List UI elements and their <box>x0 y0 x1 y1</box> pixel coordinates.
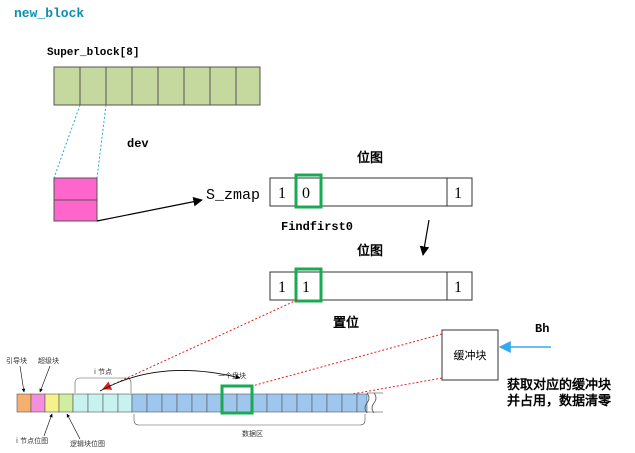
expand-line-left <box>53 104 81 179</box>
bitmap-2-cell-0: 1 <box>278 279 286 296</box>
buffer-block-box <box>441 329 499 381</box>
diagram-title: new_block <box>14 6 84 21</box>
buffer-block-label: 缓冲块 <box>454 348 487 362</box>
disk-inode-cell <box>87 393 104 413</box>
disk-super-block <box>30 393 46 413</box>
disk-label-super-pointer <box>39 365 51 393</box>
bh-label: Bh <box>535 322 549 336</box>
disk-break-mark <box>364 392 370 414</box>
expand-line-right <box>96 104 107 179</box>
bitmap-2-cell-last: 1 <box>454 279 462 296</box>
disk-label-data-bracket <box>133 414 366 426</box>
bitmap-2-cell-1: 1 <box>302 279 310 296</box>
super-block-cell <box>131 66 159 106</box>
disk-inode-cell <box>72 393 89 413</box>
bitmap-2-set-highlight <box>294 267 323 303</box>
disk-data-cell <box>131 393 148 413</box>
disk-data-cell <box>221 393 238 413</box>
disk-label-inode-bitmap: i 节点位图 <box>16 436 48 445</box>
buffer-red-line-top <box>251 333 443 387</box>
disk-data-cell <box>176 393 193 413</box>
disk-data-cell <box>311 393 328 413</box>
super-block-cell <box>209 66 237 106</box>
disk-data-cell <box>266 393 283 413</box>
disk-inode-cell <box>117 393 133 413</box>
disk-data-cell <box>326 393 343 413</box>
disk-label-inode-bracket <box>74 377 132 393</box>
super-block-cell <box>53 66 81 106</box>
disk-label-inode-bitmap-pointer <box>43 413 53 437</box>
disk-boot-block <box>16 393 32 413</box>
bitmap-1-cell-0: 1 <box>278 185 286 202</box>
super-block-array <box>53 66 261 106</box>
disk-inode-cell <box>102 393 119 413</box>
super-block-cell <box>183 66 211 106</box>
set-bit-red-arrow <box>102 299 298 390</box>
disk-label-data-area: 数据区 <box>242 429 263 438</box>
super-block-cell <box>235 66 261 106</box>
disk-break-mark <box>371 392 377 414</box>
set-bit-label: 置位 <box>333 315 359 331</box>
super-block-label: Super_block[8] <box>47 47 139 59</box>
disk-data-cell <box>281 393 298 413</box>
super-block-cell <box>157 66 185 106</box>
dev-label: dev <box>127 137 149 151</box>
acquire-text-line-1: 获取对应的缓冲块 <box>507 377 612 393</box>
super-block-cell <box>79 66 107 106</box>
dev-struct-box <box>53 177 98 222</box>
disk-data-cell <box>206 393 223 413</box>
disk-label-super: 超级块 <box>38 356 59 365</box>
disk-label-logic-bitmap-pointer <box>66 413 81 440</box>
bitmap-heading-2: 位图 <box>357 243 383 259</box>
disk-label-boot-pointer <box>19 365 26 393</box>
disk-label-inode: i 节点 <box>94 368 112 376</box>
disk-data-cell <box>161 393 178 413</box>
disk-logic-bitmap <box>58 393 74 413</box>
disk-label-boot: 引导块 <box>6 356 27 365</box>
disk-data-cell <box>236 393 253 413</box>
bitmap-1: 1 0 1 <box>269 173 473 209</box>
disk-data-cell <box>251 393 268 413</box>
disk-data-cell <box>191 393 208 413</box>
bitmap-1-zero-highlight <box>294 173 323 209</box>
acquire-text-line-2: 并占用，数据清零 <box>507 393 612 409</box>
bitmap-2: 1 1 1 <box>269 267 473 303</box>
disk-label-one-block-arrow <box>99 370 241 392</box>
bitmap-1-cell-last: 1 <box>454 185 462 202</box>
disk-label-logic-bitmap: 逻辑块位图 <box>70 439 105 448</box>
disk-selected-block-highlight <box>220 384 254 415</box>
dev-to-zmap-arrow <box>96 196 203 222</box>
findfirst-arrow <box>419 219 430 256</box>
bitmap-1-cell-1: 0 <box>302 185 310 202</box>
disk-layout <box>16 384 383 415</box>
super-block-cell <box>105 66 133 106</box>
disk-data-cell <box>296 393 313 413</box>
bitmap-heading-1: 位图 <box>357 150 383 166</box>
disk-inode-bitmap <box>44 393 60 413</box>
s-zmap-label: S_zmap <box>206 187 260 204</box>
disk-data-cell <box>341 393 358 413</box>
disk-label-one-block: 一个盘块 <box>218 371 246 380</box>
findfirst-label: Findfirst0 <box>281 220 353 234</box>
disk-data-cell <box>146 393 163 413</box>
